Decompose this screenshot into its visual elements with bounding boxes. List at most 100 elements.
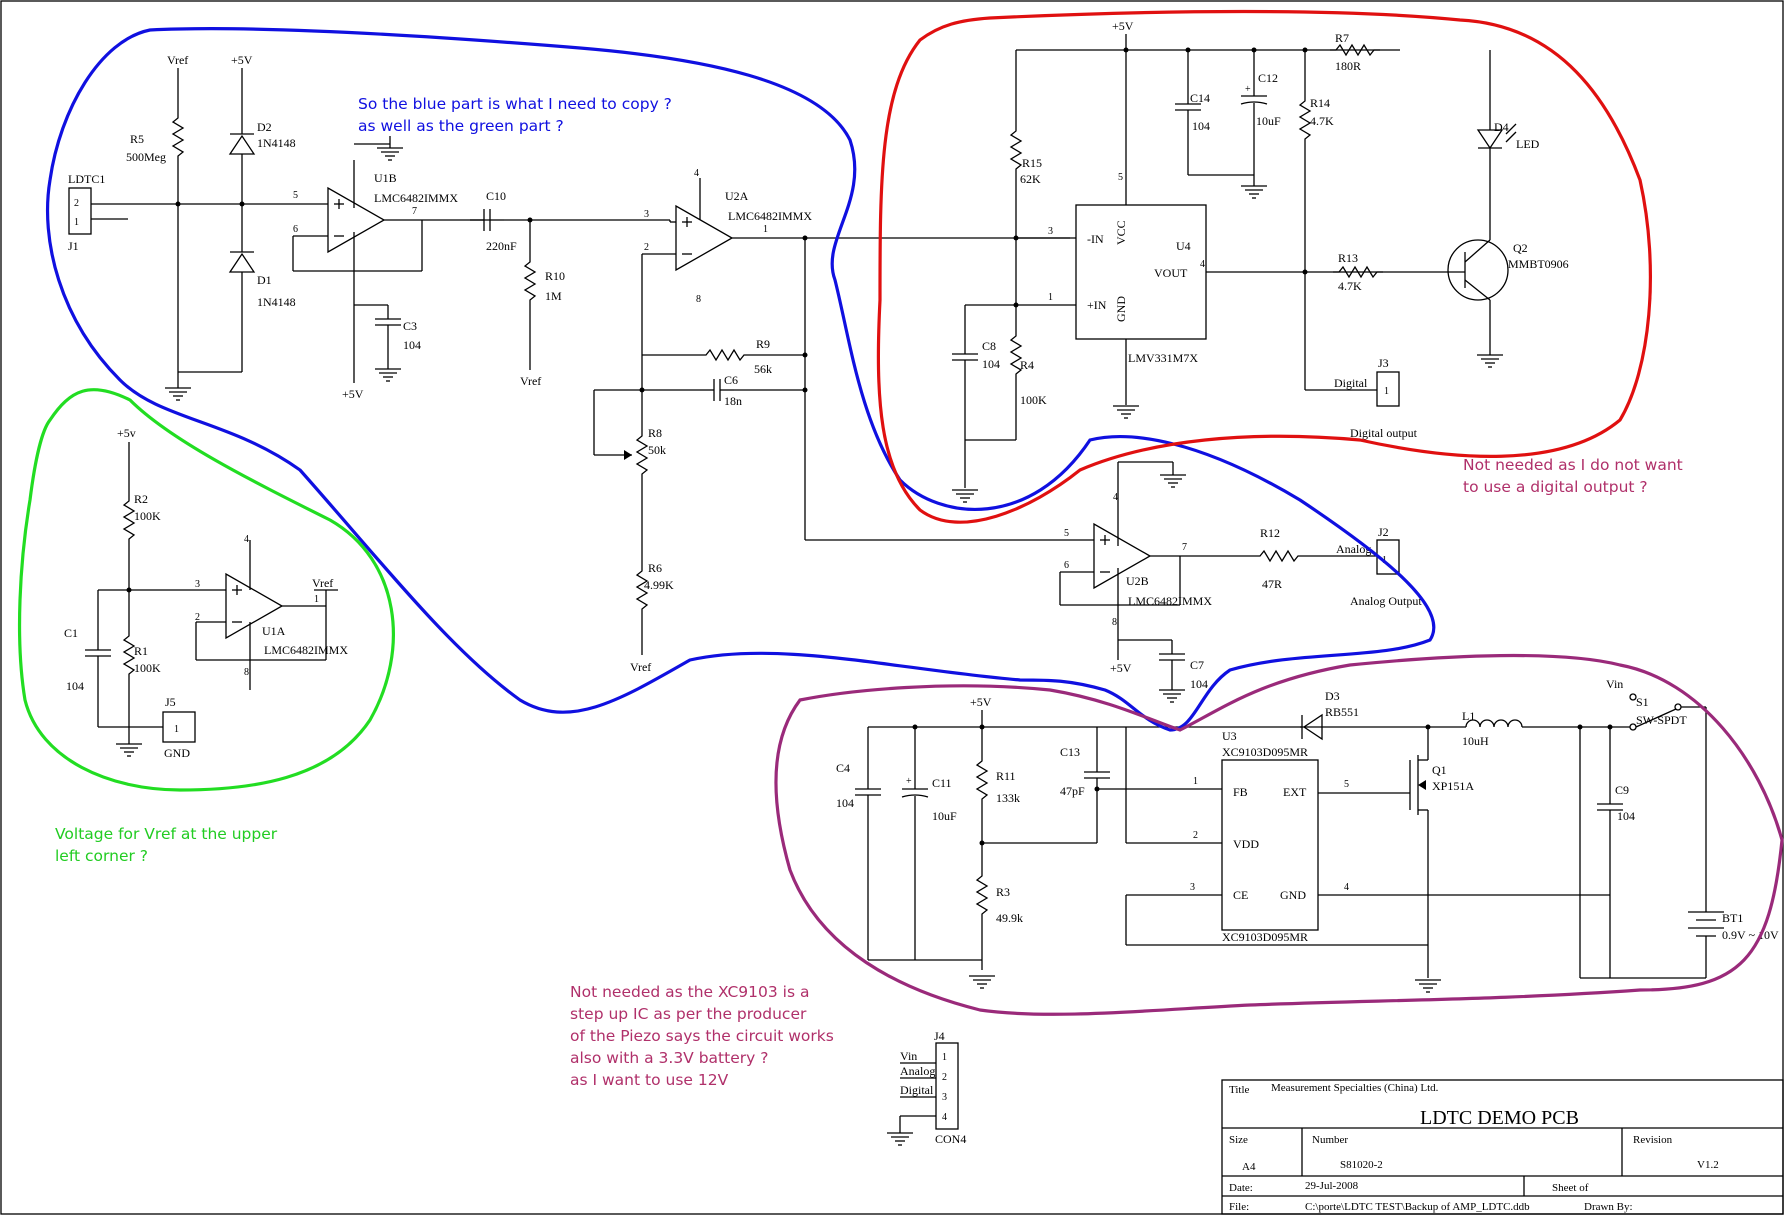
vin-label: Vin — [900, 1049, 917, 1063]
r7-value: 180R — [1335, 59, 1361, 73]
q2-value: MMBT0906 — [1508, 257, 1569, 271]
r7-label: R7 — [1335, 31, 1349, 45]
pin-label: 5 — [1118, 172, 1123, 183]
number-value: S81020-2 — [1340, 1159, 1383, 1171]
u2a-part: LMC6482IMMX — [728, 209, 812, 223]
u3-label: U3 — [1222, 729, 1237, 743]
pin-label: 1 — [1048, 292, 1053, 303]
blue-note-line: as well as the green part ? — [358, 117, 564, 135]
u3-part: XC9103D095MR — [1222, 930, 1308, 944]
u4-pin-label: VCC — [1114, 220, 1128, 245]
q2-label: Q2 — [1513, 241, 1528, 255]
file-value: C:\porte\LDTC TEST\Backup of AMP_LDTC.dd… — [1305, 1201, 1530, 1213]
u4-label: U4 — [1176, 239, 1191, 253]
r13-value: 4.7K — [1338, 279, 1362, 293]
u1a-label: U1A — [262, 624, 286, 638]
r6-label: R6 — [648, 561, 662, 575]
c3-label: C3 — [403, 319, 417, 333]
r5-value: 500Meg — [126, 150, 166, 164]
c6-label: C6 — [724, 373, 738, 387]
u2b-part: LMC6482IMMX — [1128, 594, 1212, 608]
p5v-label: +5V — [342, 387, 364, 401]
purple-note-line: Not needed as the XC9103 is a — [570, 983, 809, 1001]
c4-label: C4 — [836, 761, 850, 775]
pin-label: 2 — [74, 198, 79, 209]
size-label: Size — [1229, 1134, 1248, 1146]
pin-label: 4 — [942, 1112, 947, 1123]
c8-label: C8 — [982, 339, 996, 353]
red-outline — [876, 9, 1652, 524]
j1-label: J1 — [68, 239, 79, 253]
u4-pin-label: GND — [1114, 296, 1128, 322]
analog-label: Analog — [1336, 542, 1371, 556]
size-value: A4 — [1242, 1161, 1256, 1173]
u1a-part: LMC6482IMMX — [264, 643, 348, 657]
bt1-value: 0.9V ~ 10V — [1722, 928, 1779, 942]
red-note: Not needed as I do not want to use a dig… — [1463, 456, 1683, 496]
p5v-label: +5V — [970, 695, 992, 709]
c14-value: 104 — [1192, 119, 1210, 133]
d2-value: 1N4148 — [257, 136, 296, 150]
r4-value: 100K — [1020, 393, 1047, 407]
c13-value: 47pF — [1060, 784, 1085, 798]
j5-label: J5 — [165, 695, 176, 709]
c11-value: 10uF — [932, 809, 957, 823]
drawn-by-label: Drawn By: — [1584, 1201, 1633, 1213]
r13-label: R13 — [1338, 251, 1358, 265]
pin-label: 7 — [1182, 542, 1187, 553]
c4-value: 104 — [836, 796, 854, 810]
r3-value: 49.9k — [996, 911, 1023, 925]
c10-label: C10 — [486, 189, 506, 203]
p5v-label: +5v — [117, 426, 136, 440]
q1-label: Q1 — [1432, 763, 1447, 777]
digital-label: Digital — [900, 1083, 934, 1097]
r9-label: R9 — [756, 337, 770, 351]
vref-label: Vref — [167, 53, 188, 67]
c7-value: 104 — [1190, 677, 1208, 691]
d1-value: 1N4148 — [257, 295, 296, 309]
r11-label: R11 — [996, 769, 1016, 783]
u4-pin-label: +IN — [1087, 298, 1107, 312]
d3-label: D3 — [1325, 689, 1340, 703]
p5v-label: +5V — [1110, 661, 1132, 675]
r4-label: R4 — [1020, 358, 1034, 372]
r9-value: 56k — [754, 362, 772, 376]
revision-label: Revision — [1633, 1134, 1673, 1146]
r3-label: R3 — [996, 885, 1010, 899]
pin-label: 5 — [1344, 779, 1349, 790]
r12-value: 47R — [1262, 577, 1282, 591]
title-value: Measurement Specialties (China) Ltd. — [1271, 1082, 1439, 1094]
pin-label: 4 — [1344, 882, 1349, 893]
r1-value: 100K — [134, 661, 161, 675]
d2-label: D2 — [257, 120, 272, 134]
pin-label: 1 — [74, 217, 79, 228]
c6-value: 18n — [724, 394, 742, 408]
j3-label: J3 — [1378, 356, 1389, 370]
u3-part: XC9103D095MR — [1222, 745, 1308, 759]
sheet-label: Sheet of — [1552, 1182, 1589, 1194]
j4-label: J4 — [934, 1029, 945, 1043]
purple-note: Not needed as the XC9103 is a step up IC… — [570, 983, 834, 1089]
pin-label: 1 — [763, 224, 768, 235]
pin-label: 3 — [942, 1092, 947, 1103]
c1-value: 104 — [66, 679, 84, 693]
pin-label: 4 — [1200, 259, 1205, 270]
purple-note-line: step up IC as per the producer — [570, 1005, 807, 1023]
input-section: LDTC1 2 1 J1 Vref R5 500Meg +5V D2 1N414… — [68, 53, 1070, 674]
green-note-line: left corner ? — [55, 847, 148, 865]
s1-value: SW-SPDT — [1636, 713, 1687, 727]
p5v-label: +5V — [231, 53, 253, 67]
file-label: File: — [1229, 1201, 1249, 1213]
r8-value: 50k — [648, 443, 666, 457]
u3-pin-label: FB — [1233, 785, 1248, 799]
pin-label: 3 — [1190, 882, 1195, 893]
c8-value: 104 — [982, 357, 1000, 371]
pin-label: 1 — [314, 594, 319, 605]
u3-pin-label: VDD — [1233, 837, 1259, 851]
power-section: +5V C4 104 + C11 10uF R11 133k R3 49.9k — [836, 677, 1779, 993]
s1-label: S1 — [1636, 695, 1649, 709]
p5v-label: +5V — [1112, 19, 1134, 33]
pin-label: 6 — [293, 224, 298, 235]
pin-label: 8 — [1112, 617, 1117, 628]
pin-label: 3 — [1048, 226, 1053, 237]
